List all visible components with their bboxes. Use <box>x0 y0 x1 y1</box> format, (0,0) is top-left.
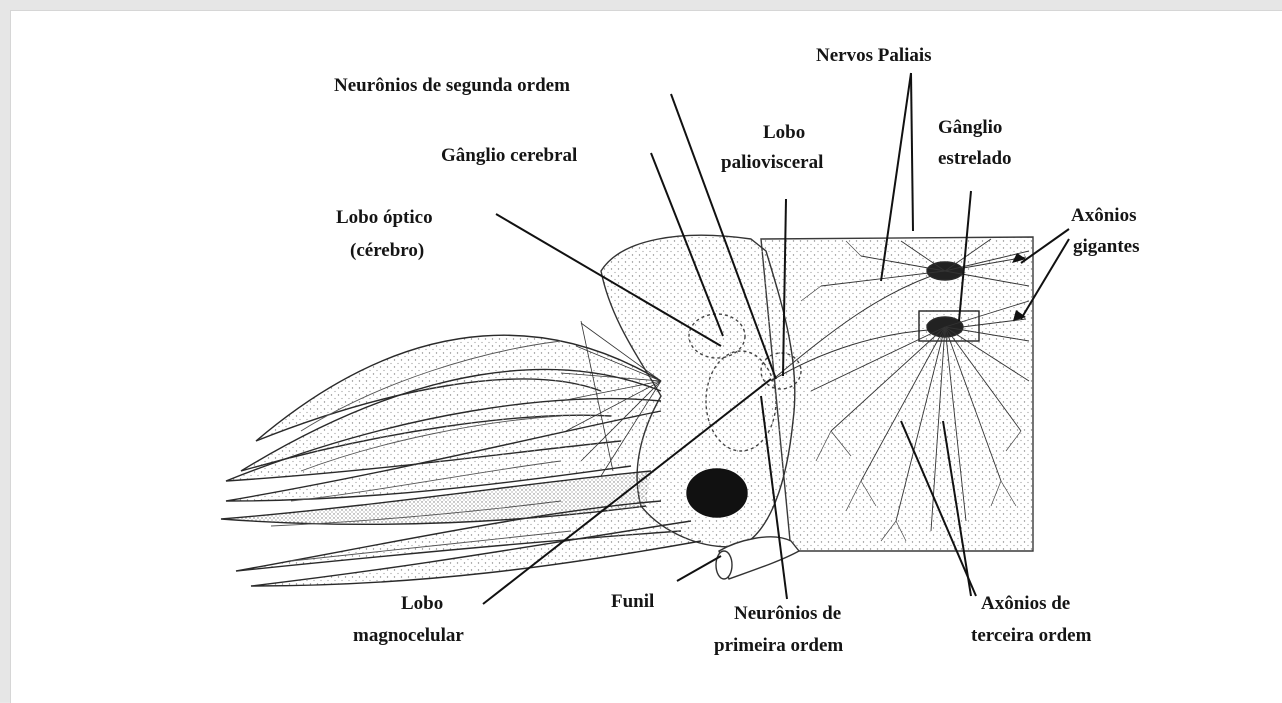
label-ganglio-estrelado-line2: estrelado <box>938 148 1012 169</box>
label-lobo-optico-line1: Lobo óptico <box>336 207 433 228</box>
squid-illustration <box>221 235 1033 586</box>
diagram-canvas: Neurônios de segunda ordem Nervos Paliai… <box>10 10 1282 703</box>
label-lobo-optico-line2: (cérebro) <box>350 240 424 261</box>
label-axonios-gigantes-line1: Axônios <box>1071 205 1136 226</box>
label-funil: Funil <box>611 591 654 612</box>
eye <box>687 469 747 517</box>
label-nervos-paliais: Nervos Paliais <box>816 45 932 66</box>
label-lobo-paliovisceral-line1: Lobo <box>763 122 805 143</box>
squid-nervous-system-diagram: Neurônios de segunda ordem Nervos Paliai… <box>11 11 1282 703</box>
label-neuronios-primeira-ordem-line1: Neurônios de <box>734 603 841 624</box>
label-ganglio-cerebral: Gânglio cerebral <box>441 145 577 166</box>
label-axonios-gigantes-line2: gigantes <box>1073 236 1140 257</box>
label-lobo-magnocelular-line2: magnocelular <box>353 625 464 646</box>
label-axonios-terceira-ordem-line1: Axônios de <box>981 593 1070 614</box>
label-neuronios-primeira-ordem-line2: primeira ordem <box>714 635 843 656</box>
label-lobo-paliovisceral-line2: paliovisceral <box>721 152 823 173</box>
label-neuronios-segunda-ordem: Neurônios de segunda ordem <box>334 75 570 96</box>
label-lobo-magnocelular-line1: Lobo <box>401 593 443 614</box>
label-ganglio-estrelado-line1: Gânglio <box>938 117 1002 138</box>
label-axonios-terceira-ordem-line2: terceira ordem <box>971 625 1092 646</box>
